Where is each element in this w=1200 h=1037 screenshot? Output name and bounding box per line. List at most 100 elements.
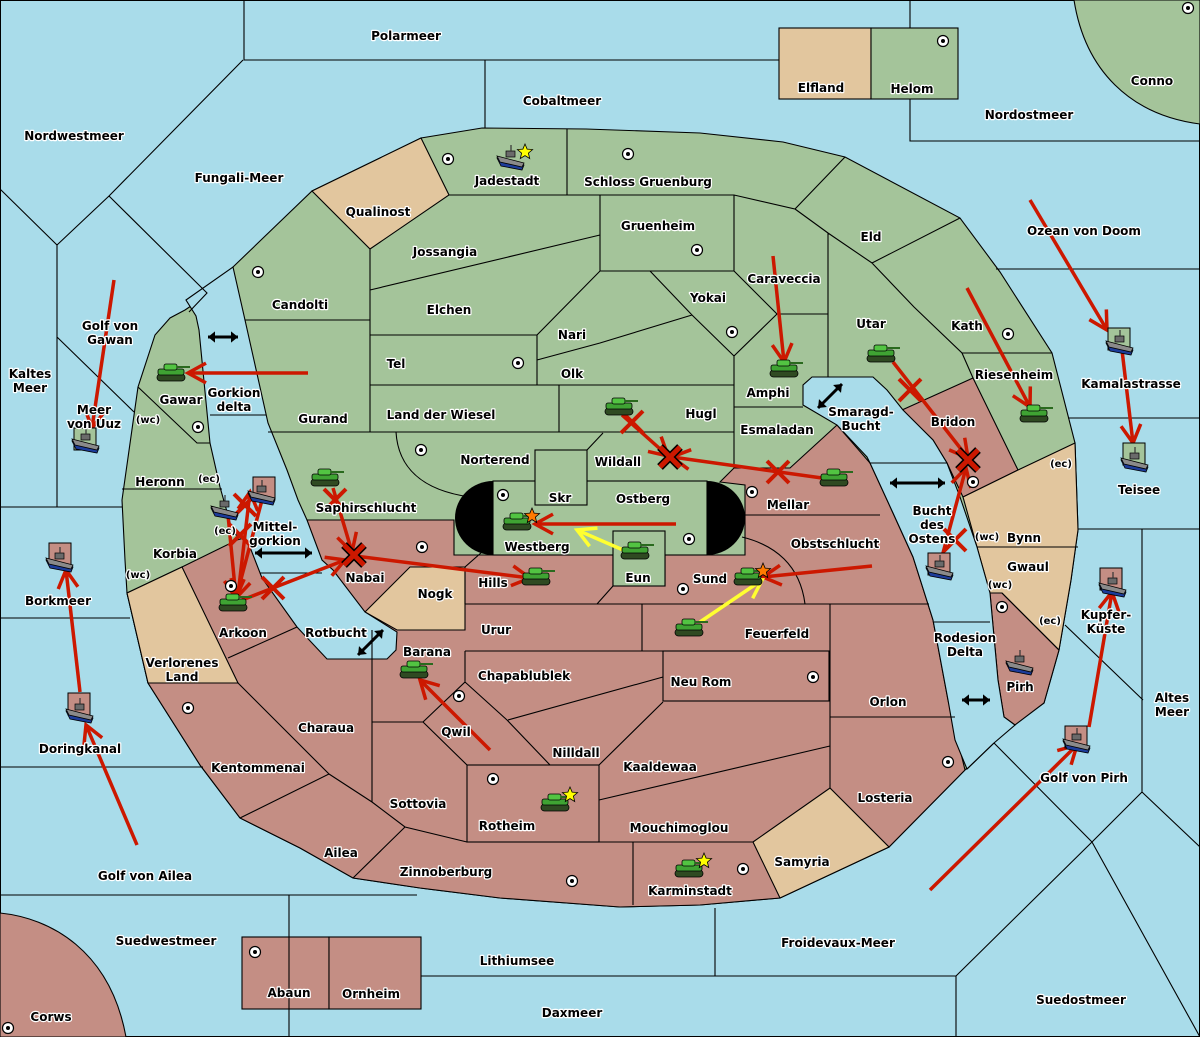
territory-label: Daxmeer bbox=[542, 1006, 603, 1020]
fleet-unit[interactable] bbox=[1098, 567, 1127, 598]
territory-label: Kaaldewaa bbox=[623, 760, 697, 774]
territory-label-line: Ornheim bbox=[342, 987, 400, 1001]
army-unit[interactable] bbox=[620, 541, 654, 560]
army-unit[interactable] bbox=[521, 567, 555, 586]
territory-label-line: Candolti bbox=[272, 298, 328, 312]
territory-label: Arkoon bbox=[219, 626, 267, 640]
territory-label: Doringkanal bbox=[39, 742, 121, 756]
territory-label: Ozean von Doom bbox=[1027, 224, 1141, 238]
fleet-unit[interactable] bbox=[71, 427, 100, 454]
territory-label-line: Yokai bbox=[689, 291, 726, 305]
coast-label: (ec) bbox=[214, 526, 236, 537]
failed-order-x-icon bbox=[260, 575, 286, 601]
army-unit[interactable] bbox=[733, 561, 772, 586]
fleet-unit[interactable] bbox=[925, 552, 954, 581]
territory-label-line: Qwil bbox=[441, 725, 471, 739]
territory-label-line: Bucht bbox=[912, 504, 951, 518]
territory-label: Helom bbox=[890, 82, 933, 96]
territory-label-line: Esmaladan bbox=[740, 423, 813, 437]
fleet-unit[interactable] bbox=[496, 142, 534, 171]
territory-label: Froidevaux-Meer bbox=[781, 936, 895, 950]
fleet-unit[interactable] bbox=[1120, 442, 1149, 473]
territory-label-line: Gwaul bbox=[1007, 560, 1049, 574]
territory-label-line: Arkoon bbox=[219, 626, 267, 640]
territory-label-line: Heronn bbox=[135, 475, 184, 489]
order-arrow bbox=[1028, 199, 1109, 334]
home-star-icon bbox=[516, 142, 534, 160]
territory-label: Losteria bbox=[857, 791, 912, 805]
army-unit[interactable] bbox=[540, 785, 579, 812]
territory-label: Westberg bbox=[504, 540, 569, 554]
territory-label-line: Corws bbox=[30, 1010, 71, 1024]
territory-label: Lithiumsee bbox=[480, 954, 555, 968]
conno-land[interactable] bbox=[1073, 0, 1200, 125]
fleet-unit[interactable] bbox=[1005, 650, 1034, 676]
territory-label: Suedostmeer bbox=[1036, 993, 1126, 1007]
supply-center-icon bbox=[496, 488, 510, 502]
territory-label-line: Elfland bbox=[798, 81, 844, 95]
neu-rom-land[interactable] bbox=[662, 650, 830, 702]
order-arrow bbox=[573, 526, 631, 555]
supply-center-icon bbox=[682, 532, 696, 546]
territory-label-line: Mouchimoglou bbox=[630, 821, 729, 835]
army-unit[interactable] bbox=[819, 468, 853, 487]
coast-label: (ec) bbox=[198, 474, 220, 485]
fleet-unit[interactable] bbox=[1062, 725, 1091, 754]
supply-center-icon bbox=[251, 265, 265, 279]
army-unit[interactable] bbox=[674, 618, 708, 637]
corws-land[interactable] bbox=[0, 912, 127, 1037]
territory-label-line: Kaltes bbox=[9, 367, 52, 381]
army-unit[interactable] bbox=[218, 593, 252, 612]
territory-label-line: Golf von Ailea bbox=[98, 869, 192, 883]
army-unit[interactable] bbox=[866, 344, 900, 363]
army-unit[interactable] bbox=[399, 660, 433, 679]
territory-label-line: Sottovia bbox=[390, 797, 447, 811]
skr-land[interactable] bbox=[534, 449, 588, 506]
fleet-unit[interactable] bbox=[45, 542, 74, 573]
ornheim-land[interactable] bbox=[328, 936, 422, 1010]
fleet-unit[interactable] bbox=[247, 480, 276, 506]
territory-label-line: Saphirschlucht bbox=[316, 501, 417, 515]
territory-label-line: Gawan bbox=[87, 333, 133, 347]
territory-label: Elchen bbox=[427, 303, 472, 317]
territory-label-line: Teisee bbox=[1118, 483, 1160, 497]
territory-label: Cobaltmeer bbox=[523, 94, 601, 108]
territory-label: Caraveccia bbox=[747, 272, 820, 286]
fleet-unit[interactable] bbox=[1105, 327, 1134, 356]
gorkion-channel[interactable] bbox=[185, 266, 398, 660]
army-unit[interactable] bbox=[156, 363, 190, 382]
territory-label-line: Wildall bbox=[595, 455, 641, 469]
army-unit[interactable] bbox=[604, 397, 638, 416]
tank-icon bbox=[521, 567, 555, 586]
territory-label-line: Bucht bbox=[841, 419, 880, 433]
army-unit[interactable] bbox=[502, 506, 541, 531]
supply-center-icon bbox=[1001, 327, 1015, 341]
order-arrow bbox=[531, 512, 676, 536]
territory-label: Sund bbox=[693, 572, 727, 586]
territory-label-line: Altes bbox=[1155, 691, 1189, 705]
coast-label: (wc) bbox=[988, 580, 1012, 591]
territory-label: Saphirschlucht bbox=[316, 501, 417, 515]
territory-label-line: Hills bbox=[478, 576, 508, 590]
territory-label-line: Suedostmeer bbox=[1036, 993, 1126, 1007]
army-unit[interactable] bbox=[1019, 404, 1053, 423]
samyria-land[interactable] bbox=[752, 787, 890, 899]
territory-label-line: Lithiumsee bbox=[480, 954, 555, 968]
supply-center-icon bbox=[181, 701, 195, 715]
territory-label-line: Rodesion bbox=[934, 631, 996, 645]
east-inlet[interactable] bbox=[802, 376, 1016, 770]
territory-label-line: Nabai bbox=[346, 571, 385, 585]
fleet-unit[interactable] bbox=[65, 692, 94, 724]
army-unit[interactable] bbox=[310, 468, 344, 487]
territory-label-line: Mittel- bbox=[253, 520, 298, 534]
territory-label-line: delta bbox=[217, 400, 252, 414]
army-unit[interactable] bbox=[769, 359, 803, 378]
territory-label: Qualinost bbox=[346, 205, 411, 219]
territory-label: Rotbucht bbox=[305, 626, 367, 640]
ship-icon bbox=[45, 547, 74, 573]
army-unit[interactable] bbox=[674, 851, 713, 878]
territory-label-line: Meer bbox=[13, 381, 47, 395]
